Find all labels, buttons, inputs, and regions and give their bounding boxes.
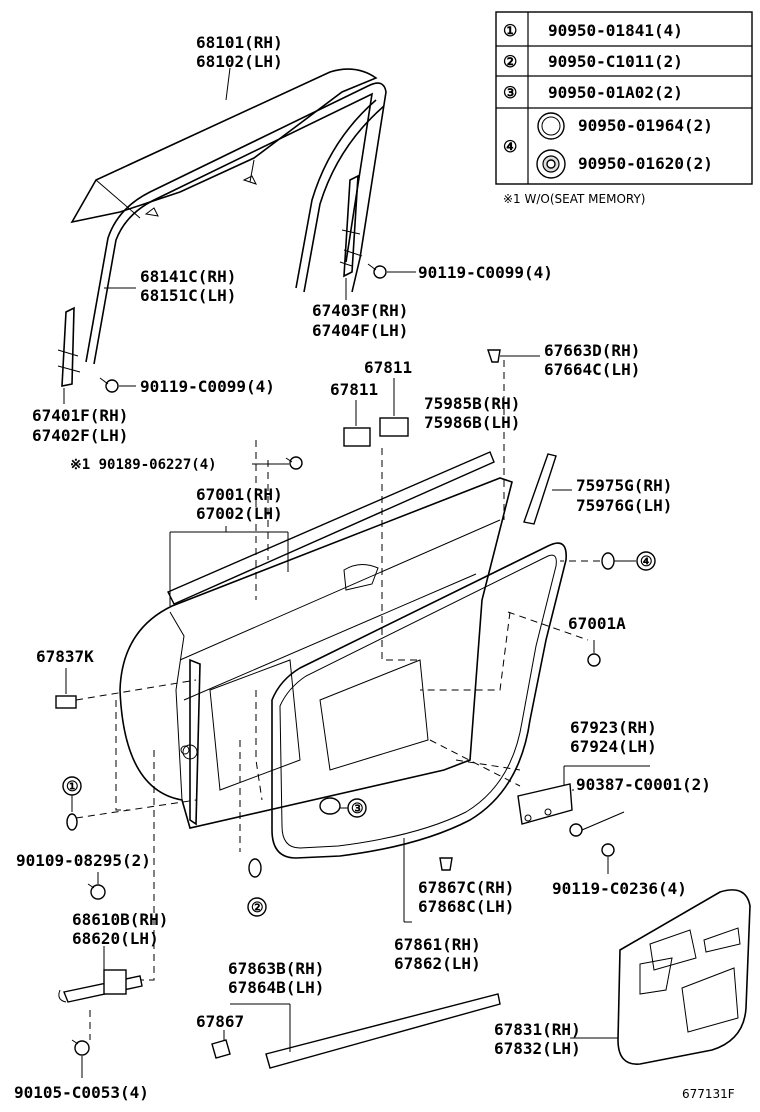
label-90119-lower: 90119-C0099(4) xyxy=(140,377,275,396)
callout-4: ④ xyxy=(601,551,656,571)
clip-icon xyxy=(487,349,501,363)
clip-icon xyxy=(211,1039,231,1059)
label-67403f: 67403F(RH) xyxy=(312,301,408,320)
label-67867: 67867 xyxy=(196,1012,244,1031)
nut-icon xyxy=(587,653,601,667)
label-67811-right: 67811 xyxy=(364,358,412,377)
label-67401f: 67401F(RH) xyxy=(32,406,128,425)
label-67863b: 67863B(RH) xyxy=(228,959,324,978)
bolt-icon xyxy=(71,1039,90,1056)
label-67868c: 67868C(LH) xyxy=(418,897,514,916)
cushion-67837k xyxy=(55,695,77,709)
legend-marker-2: ② xyxy=(503,52,517,71)
bolt-icon xyxy=(367,263,387,279)
clip-icon xyxy=(439,857,453,871)
label-67402f: 67402F(LH) xyxy=(32,426,128,445)
screw-icon xyxy=(569,823,615,857)
door-weatherstrip xyxy=(271,542,567,859)
figure-number: 677131F xyxy=(682,1087,735,1101)
label-90189: ※1 90189-06227(4) xyxy=(70,457,217,473)
label-90119-upper: 90119-C0099(4) xyxy=(418,263,553,282)
label-90105: 90105-C0053(4) xyxy=(14,1083,149,1102)
door-frame-garnish xyxy=(523,453,557,525)
callout-3: ③ xyxy=(319,797,367,818)
callout-1: ① xyxy=(62,776,82,831)
label-68102: 68102(LH) xyxy=(196,52,283,71)
label-90387: 90387-C0001(2) xyxy=(576,775,711,794)
legend-part-2: 90950-C1011(2) xyxy=(548,52,683,71)
label-75975g: 75975G(RH) xyxy=(576,476,672,495)
label-67862: 67862(LH) xyxy=(394,954,481,973)
stopper-bracket xyxy=(517,783,573,825)
label-75976g: 75976G(LH) xyxy=(576,496,672,515)
svg-text:①: ① xyxy=(66,779,79,795)
legend-part-4a: 90950-01964(2) xyxy=(578,116,713,135)
label-75986b: 75986B(LH) xyxy=(424,413,520,432)
label-67864b: 67864B(LH) xyxy=(228,978,324,997)
label-67663d: 67663D(RH) xyxy=(544,341,640,360)
legend-part-3: 90950-01A02(2) xyxy=(548,83,683,102)
label-67001: 67001(RH) xyxy=(196,485,283,504)
label-67002: 67002(LH) xyxy=(196,504,283,523)
label-68101: 68101(RH) xyxy=(196,33,283,52)
legend-marker-3: ③ xyxy=(503,83,517,102)
pad-67811-left xyxy=(343,427,371,447)
pad-67811-right xyxy=(379,417,409,437)
label-90109: 90109-08295(2) xyxy=(16,851,151,870)
svg-text:④: ④ xyxy=(640,554,653,570)
door-check-assembly xyxy=(58,969,143,1003)
front-window-regulator-rail xyxy=(57,306,81,387)
legend-part-1: 90950-01841(4) xyxy=(548,21,683,40)
label-68610b: 68610B(RH) xyxy=(72,910,168,929)
label-68620: 68620(LH) xyxy=(72,929,159,948)
label-67924: 67924(LH) xyxy=(570,737,657,756)
legend-marker-1: ① xyxy=(503,21,517,40)
rear-window-regulator-rail xyxy=(339,174,363,278)
label-67001a: 67001A xyxy=(568,614,626,633)
glass-run-channel xyxy=(85,82,387,363)
svg-text:②: ② xyxy=(251,900,264,916)
label-90119-c0236: 90119-C0236(4) xyxy=(552,879,687,898)
belt-molding-outer xyxy=(167,451,495,605)
label-67404f: 67404F(LH) xyxy=(312,321,408,340)
legend-note: ※1 W/O(SEAT MEMORY) xyxy=(503,192,645,206)
door-shell xyxy=(119,477,513,829)
label-67811-left: 67811 xyxy=(330,380,378,399)
label-68141c: 68141C(RH) xyxy=(140,267,236,286)
callout-2: ② xyxy=(247,858,267,917)
service-hole-cover xyxy=(617,889,751,1065)
screw-icon xyxy=(285,456,303,470)
label-67831: 67831(RH) xyxy=(494,1020,581,1039)
door-bottom-weatherstrip xyxy=(265,993,501,1069)
label-67923: 67923(RH) xyxy=(570,718,657,737)
legend-part-4b: 90950-01620(2) xyxy=(578,154,713,173)
bolt-icon xyxy=(87,883,106,900)
svg-text:③: ③ xyxy=(351,801,364,817)
label-67867c: 67867C(RH) xyxy=(418,878,514,897)
label-68151c: 68151C(LH) xyxy=(140,286,236,305)
bolt-icon xyxy=(99,377,119,393)
legend-marker-4: ④ xyxy=(503,137,517,156)
legend-table: ① 90950-01841(4) ② 90950-C1011(2) ③ 9095… xyxy=(495,11,753,185)
label-67861: 67861(RH) xyxy=(394,935,481,954)
label-67664c: 67664C(LH) xyxy=(544,360,640,379)
door-glass xyxy=(70,68,378,224)
label-67837k: 67837K xyxy=(36,647,94,666)
label-75985b: 75985B(RH) xyxy=(424,394,520,413)
label-67832: 67832(LH) xyxy=(494,1039,581,1058)
